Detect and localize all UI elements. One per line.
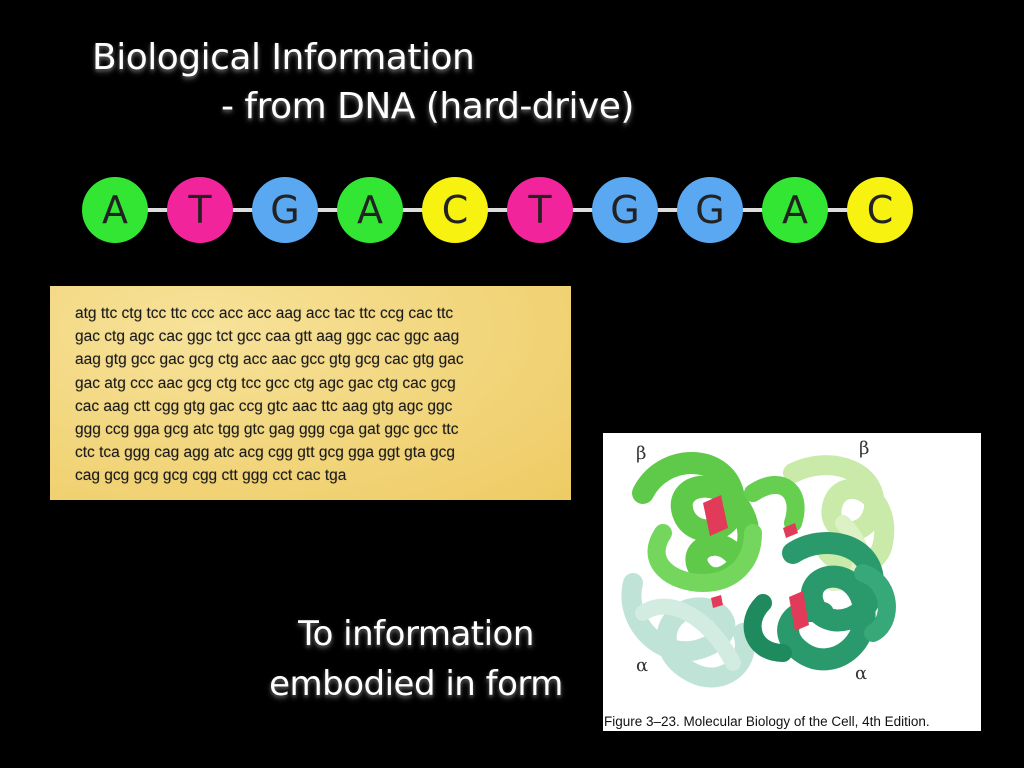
dna-base-g: G xyxy=(252,177,318,243)
slide-title-line2: - from DNA (hard-drive) xyxy=(221,86,634,127)
sequence-line: gac ctg agc cac ggc tct gcc caa gtt aag … xyxy=(75,328,460,346)
sequence-line: cag gcg gcg gcg cgg ctt ggg cct cac tga xyxy=(75,467,347,485)
sequence-line: aag gtg gcc gac gcg ctg acc aac gcc gtg … xyxy=(75,351,464,369)
protein-structure-figure: β β α α Figure 3–23. Molecular Biology o… xyxy=(603,433,981,731)
beta-label-right: β xyxy=(859,438,870,459)
dna-base-g: G xyxy=(592,177,658,243)
alpha-label-left: α xyxy=(636,655,649,676)
form-caption-line2: embodied in form xyxy=(269,664,563,704)
sequence-line: ggg ccg gga gcg atc tgg gtc gag ggg cga … xyxy=(75,421,459,439)
dna-base-g: G xyxy=(677,177,743,243)
hemoglobin-illustration xyxy=(621,452,896,688)
form-caption-line1: To information xyxy=(298,614,534,654)
beta-label-left: β xyxy=(636,443,647,464)
dna-base-t: T xyxy=(167,177,233,243)
dna-base-a: A xyxy=(762,177,828,243)
dna-base-c: C xyxy=(847,177,913,243)
dna-backbone xyxy=(112,208,884,212)
sequence-line: atg ttc ctg tcc ttc ccc acc acc aag acc … xyxy=(75,305,454,322)
dna-base-a: A xyxy=(82,177,148,243)
sequence-line: gac atg ccc aac gcg ctg tcc gcc ctg agc … xyxy=(75,374,456,392)
sequence-line: ctc tca ggg cag agg atc acg cgg gtt gcg … xyxy=(75,444,456,462)
dna-base-c: C xyxy=(422,177,488,243)
alpha-label-right: α xyxy=(855,663,868,684)
sequence-line: cac aag ctt cgg gtg gac ccg gtc aac ttc … xyxy=(75,397,453,415)
dna-sequence-box: atg ttc ctg tcc ttc ccc acc acc aag acc … xyxy=(50,286,571,500)
dna-base-t: T xyxy=(507,177,573,243)
dna-base-a: A xyxy=(337,177,403,243)
slide-title-line1: Biological Information xyxy=(92,37,475,78)
figure-caption: Figure 3–23. Molecular Biology of the Ce… xyxy=(604,714,930,729)
